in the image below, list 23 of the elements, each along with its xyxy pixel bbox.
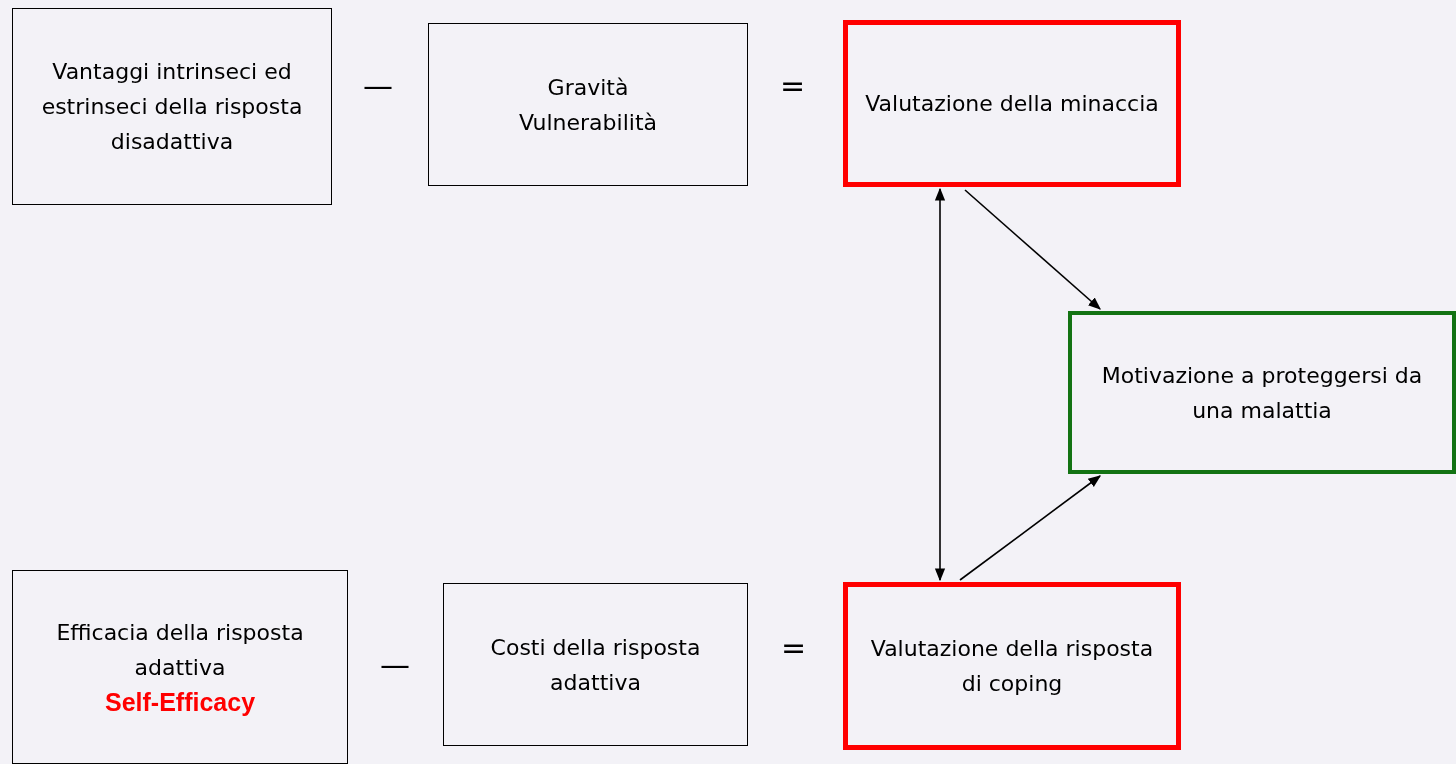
text-box [443,583,748,746]
minus-sign: — [363,71,393,101]
equals-sign: = [781,633,807,663]
node-text: Valutazione della minaccia [864,90,1160,118]
node-text: Vantaggi intrinseci ed estrinseci della risposta disadattiva [40,58,304,156]
text-box [843,20,1181,187]
highlight-text: Self-Efficacy [103,686,257,718]
node-text: Valutazione della risposta di coping [869,635,1155,698]
text-box [843,582,1181,750]
text-box [1068,311,1456,474]
text-box [12,8,332,205]
node-text: Efficacia della risposta adattiva [55,618,305,682]
equals-sign: = [780,71,806,101]
node-text: Gravità [546,73,630,102]
node-text: Vulnerabilità [518,108,658,137]
arrow [959,475,1102,581]
arrow [934,187,946,582]
node-text: Costi della risposta adattiva [489,633,702,697]
arrow [964,189,1101,310]
node-text: Motivazione a proteggersi da una malattia [1100,361,1424,425]
text-box [428,23,748,186]
minus-sign: — [380,650,410,680]
text-box [12,570,348,764]
